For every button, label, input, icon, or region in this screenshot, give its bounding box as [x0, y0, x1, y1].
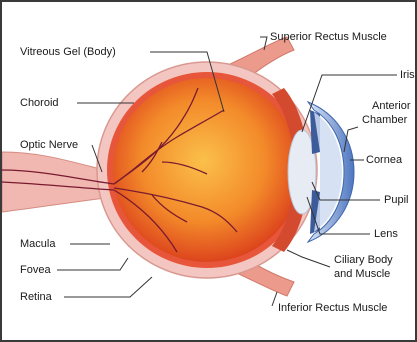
label-vitreous-gel: Vitreous Gel (Body)	[20, 46, 116, 58]
label-superior-rectus: Superior Rectus Muscle	[270, 31, 387, 43]
label-anterior-chamber-2: Chamber	[362, 114, 407, 126]
label-optic-nerve: Optic Nerve	[20, 139, 78, 151]
label-ciliary-2: and Muscle	[334, 268, 390, 280]
label-pupil: Pupil	[384, 194, 408, 206]
label-iris: Iris	[400, 69, 415, 81]
label-macula: Macula	[20, 238, 55, 250]
label-anterior-chamber-1: Anterior	[372, 100, 411, 112]
label-cornea: Cornea	[366, 154, 402, 166]
label-choroid: Choroid	[20, 97, 59, 109]
label-retina: Retina	[20, 291, 52, 303]
label-inferior-rectus: Inferior Rectus Muscle	[278, 302, 387, 314]
label-ciliary-1: Ciliary Body	[334, 254, 393, 266]
label-fovea: Fovea	[20, 264, 51, 276]
vitreous-body	[113, 78, 301, 262]
label-lens: Lens	[374, 228, 398, 240]
